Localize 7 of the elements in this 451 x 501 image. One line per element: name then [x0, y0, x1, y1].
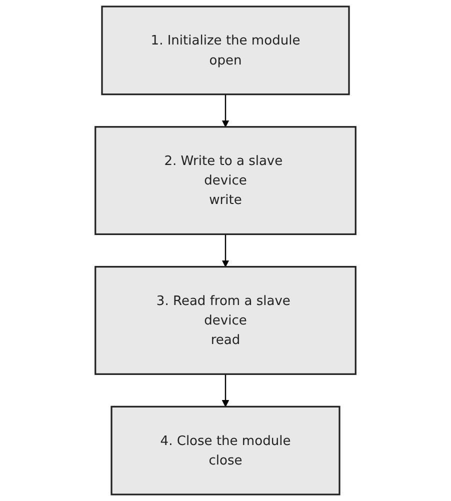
node-box: 4. Close the module close — [110, 406, 340, 496]
node-box: 2. Write to a slave device write — [94, 126, 356, 236]
arrow — [222, 94, 230, 128]
node-box: 1. Initialize the module open — [101, 6, 350, 96]
arrow — [222, 234, 230, 268]
arrow — [222, 374, 230, 407]
node-box: 3. Read from a slave device read — [94, 266, 356, 375]
